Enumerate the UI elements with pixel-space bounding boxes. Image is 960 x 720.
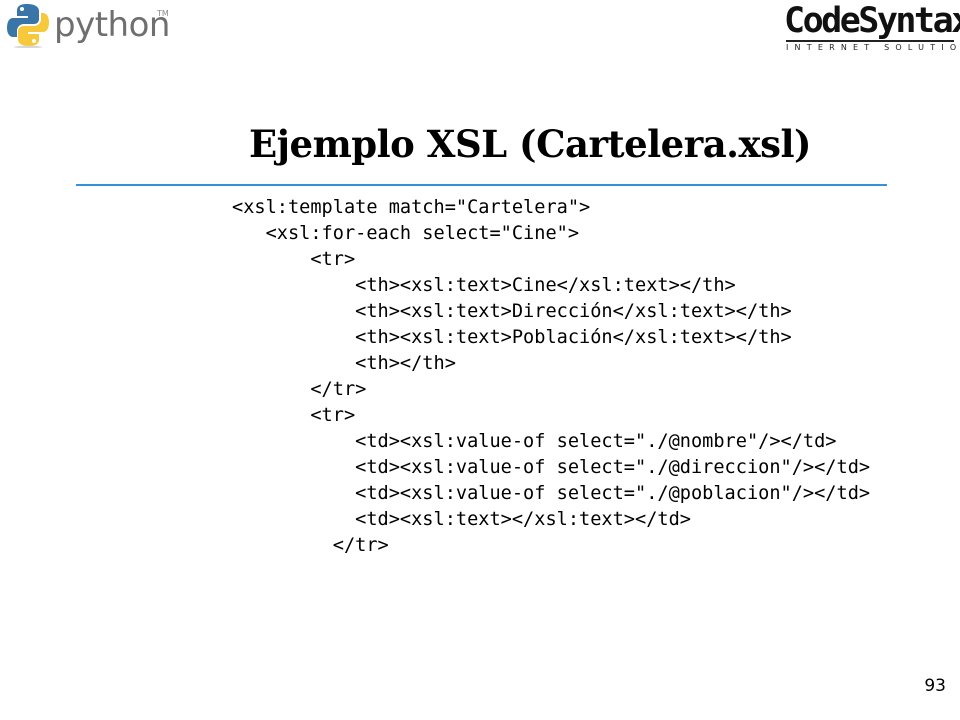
trademark-symbol: TM	[157, 9, 169, 18]
code-line: <xsl:for-each select="Cine">	[232, 223, 580, 244]
code-line: <td><xsl:value-of select="./@poblacion"/…	[232, 483, 871, 504]
python-logo: python TM	[6, 2, 176, 48]
codesyntax-name: CodeSyntax	[784, 1, 960, 41]
code-line: <tr>	[232, 249, 356, 270]
code-line: </tr>	[232, 379, 367, 400]
code-line: <xsl:template match="Cartelera">	[232, 197, 591, 218]
code-line: <td><xsl:text></xsl:text></td>	[232, 509, 691, 530]
code-line: <td><xsl:value-of select="./@nombre"/></…	[232, 431, 837, 452]
code-line: <tr>	[232, 405, 356, 426]
logo-divider	[786, 40, 954, 42]
codesyntax-logo: CodeSyntax INTERNET SOLUTIONS	[782, 0, 960, 58]
code-line: <th><xsl:text>Dirección</xsl:text></th>	[232, 301, 792, 322]
python-snakes-icon	[7, 4, 49, 48]
code-line: <th></th>	[232, 353, 456, 374]
slide-title: Ejemplo XSL (Cartelera.xsl)	[248, 122, 812, 166]
code-line: <th><xsl:text>Cine</xsl:text></th>	[232, 275, 736, 296]
code-line: <th><xsl:text>Población</xsl:text></th>	[232, 327, 792, 348]
codesyntax-tagline: INTERNET SOLUTIONS	[786, 43, 960, 52]
code-listing: <xsl:template match="Cartelera"> <xsl:fo…	[232, 195, 870, 559]
title-divider	[76, 184, 887, 186]
code-line: <td><xsl:value-of select="./@direccion"/…	[232, 457, 871, 478]
page-number: 93	[924, 676, 946, 696]
code-line: </tr>	[232, 535, 389, 556]
python-wordmark: python	[54, 5, 170, 45]
